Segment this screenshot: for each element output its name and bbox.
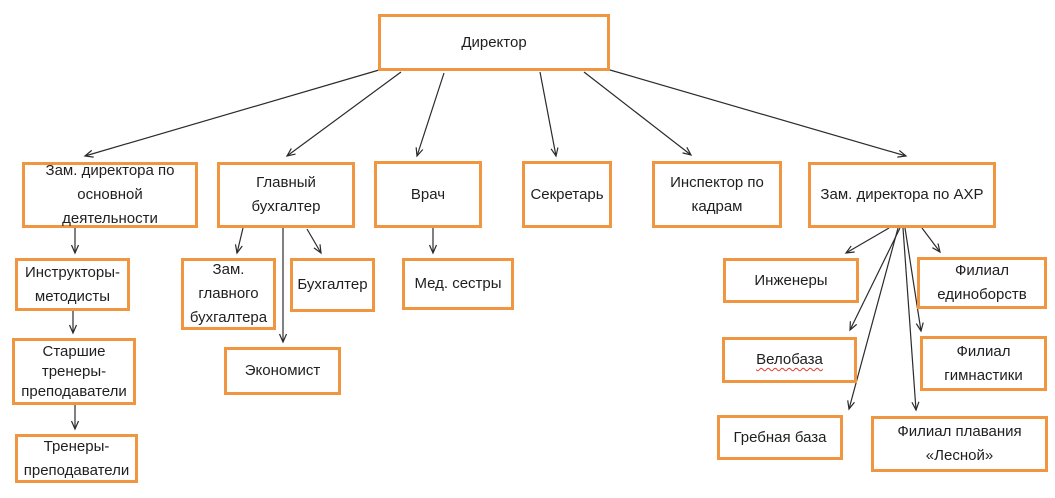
node-chief-accountant-label: Главный бухгалтер: [251, 174, 321, 215]
node-deputy-main[interactable]: Зам. директора по основной деятельности: [22, 162, 198, 228]
connector-director-chief-accountant: [285, 71, 402, 157]
node-instructors-label: Инструкторы- методисты: [24, 263, 120, 305]
connector-director-doctor: [415, 72, 445, 158]
node-deputy-chief-accountant[interactable]: Зам. главного бухгалтера: [181, 258, 276, 330]
node-hr-inspector-label: Инспектор по кадрам: [670, 173, 764, 215]
node-rowing-base[interactable]: Гребная база: [717, 415, 843, 460]
node-engineers[interactable]: Инженеры: [723, 258, 859, 303]
connector-director-deputy-ahr: [609, 69, 908, 158]
node-deputy-main-label: Зам. директора по основной деятельности: [45, 162, 175, 227]
node-secretary-label: Секретарь: [530, 185, 604, 203]
node-secretary[interactable]: Секретарь: [522, 161, 612, 228]
node-trainers[interactable]: Тренеры- преподаватели: [15, 434, 138, 483]
node-economist[interactable]: Экономист: [224, 347, 341, 395]
node-gymnastics-branch[interactable]: Филиал гимнастики: [920, 336, 1047, 391]
node-deputy-ahr[interactable]: Зам. директора по АХР: [808, 162, 996, 228]
node-swimming-branch-label: Филиал плавания «Лесной»: [897, 423, 1022, 464]
connector-deputy-ahr-swimming: [902, 227, 920, 412]
node-chief-accountant[interactable]: Главный бухгалтер: [217, 162, 355, 228]
connector-director-deputy-main: [83, 69, 380, 158]
node-nurses[interactable]: Мед. сестры: [402, 258, 514, 310]
node-director[interactable]: Директор: [378, 14, 610, 71]
connector-deputy-ahr-rowing-base: [847, 227, 899, 411]
connector-director-secretary: [539, 71, 559, 158]
connector-deputy-ahr-martial-arts: [921, 227, 941, 254]
node-hr-inspector[interactable]: Инспектор по кадрам: [652, 161, 782, 228]
node-martial-arts-branch[interactable]: Филиал единоборств: [917, 257, 1047, 309]
node-senior-trainers[interactable]: Старшие тренеры- преподаватели: [12, 338, 136, 405]
connector-deputy-ahr-engineers: [844, 227, 890, 254]
connector-chief-accountant-accountant: [306, 228, 322, 255]
node-engineers-label: Инженеры: [754, 271, 828, 289]
connector-chief-accountant-deputy-chief: [234, 227, 244, 255]
node-director-label: Директор: [461, 33, 527, 51]
node-instructors[interactable]: Инструкторы- методисты: [15, 258, 130, 311]
connector-deputy-ahr-gymnastics: [904, 227, 924, 333]
node-doctor-label: Врач: [410, 185, 446, 203]
connector-director-hr-inspector: [583, 71, 693, 156]
node-doctor[interactable]: Врач: [374, 161, 482, 228]
node-nurses-label: Мед. сестры: [414, 275, 502, 292]
node-accountant[interactable]: Бухгалтер: [290, 258, 375, 312]
node-rowing-base-label: Гребная база: [733, 428, 827, 446]
node-economist-label: Экономист: [244, 362, 321, 379]
node-gymnastics-branch-label: Филиал гимнастики: [944, 342, 1023, 384]
node-senior-trainers-label: Старшие тренеры- преподаватели: [21, 342, 127, 400]
node-martial-arts-branch-label: Филиал единоборств: [937, 262, 1027, 303]
node-accountant-label: Бухгалтер: [297, 276, 368, 293]
connector-deputy-ahr-velobase: [849, 227, 901, 332]
node-swimming-branch[interactable]: Филиал плавания «Лесной»: [871, 416, 1048, 472]
node-velobase-label: Велобаза: [756, 351, 823, 368]
node-velobase[interactable]: Велобаза: [722, 337, 857, 383]
node-deputy-ahr-label: Зам. директора по АХР: [820, 186, 984, 203]
node-deputy-chief-accountant-label: Зам. главного бухгалтера: [189, 261, 268, 326]
node-trainers-label: Тренеры- преподаватели: [23, 437, 130, 479]
